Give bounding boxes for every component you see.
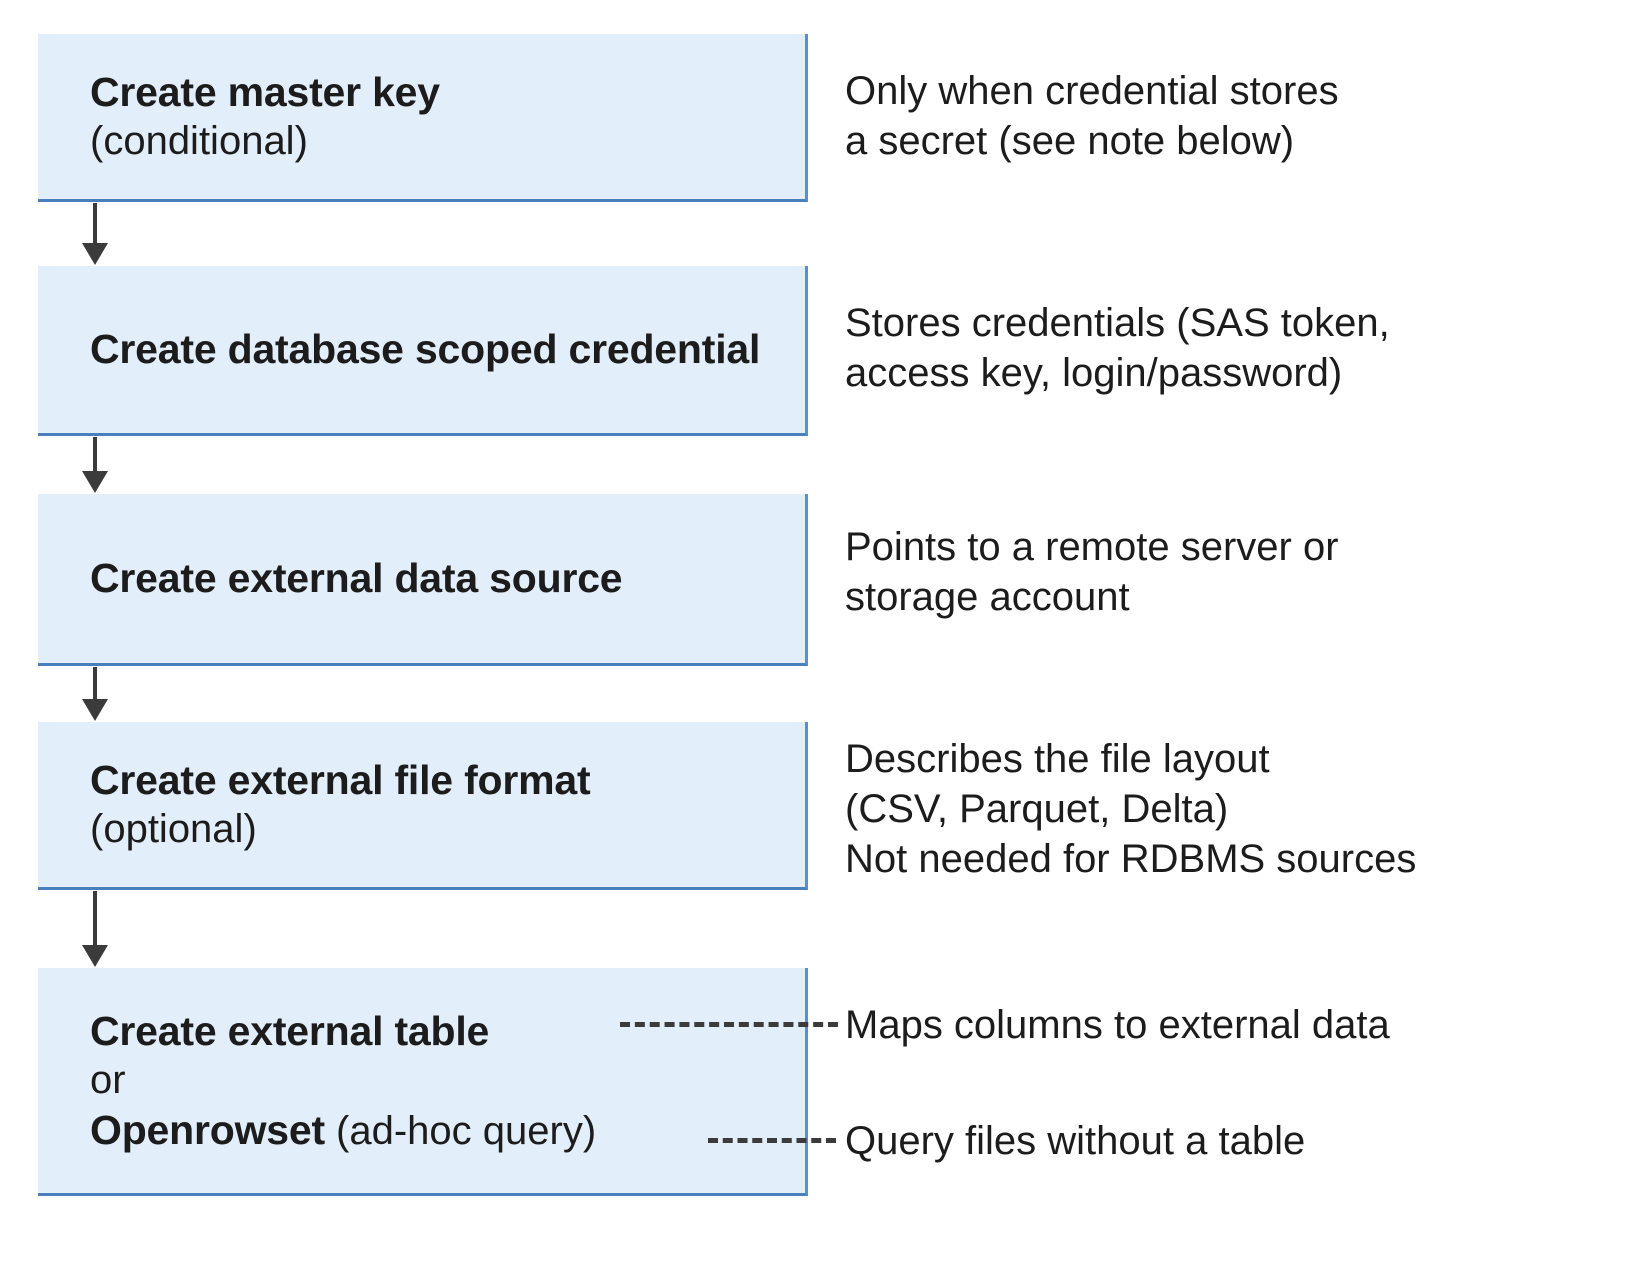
note-openrowset: Query files without a table (845, 1119, 1306, 1163)
step-title-external-file-format: Create external file format (90, 757, 591, 804)
note-external-data-source: Points to a remote server or storage acc… (845, 525, 1339, 619)
dashed-leader-openrowset (708, 1138, 836, 1143)
arrow-data-source-to-file-format (82, 667, 108, 721)
step-title-master-key: Create master key (90, 69, 440, 116)
note-external-file-format: Describes the file layout (CSV, Parquet,… (845, 737, 1417, 881)
note-scoped-credential: Stores credentials (SAS token, access ke… (845, 301, 1390, 395)
step-box-master-key[interactable]: Create master key (conditional) (38, 34, 808, 202)
step-title-openrowset: Openrowset (90, 1106, 325, 1153)
step-subtitle-external-file-format: (optional) (90, 807, 257, 852)
arrow-file-format-to-external-table (82, 891, 108, 967)
step-subtitle-master-key: (conditional) (90, 119, 308, 164)
arrow-head-icon (82, 243, 108, 265)
arrow-shaft-icon (93, 667, 97, 699)
note-external-table: Maps columns to external data (845, 1003, 1390, 1047)
arrow-shaft-icon (93, 891, 97, 945)
step-title-external-data-source: Create external data source (90, 555, 623, 602)
note-master-key: Only when credential stores a secret (se… (845, 69, 1339, 163)
dashed-leader-external-table (620, 1022, 838, 1027)
arrow-shaft-icon (93, 437, 97, 471)
arrow-head-icon (82, 699, 108, 721)
step-box-external-table-or-openrowset[interactable]: Create external table or Openrowset (ad-… (38, 968, 808, 1196)
step-title-external-table: Create external table (90, 1007, 490, 1054)
arrow-shaft-icon (93, 203, 97, 243)
step-suffix-openrowset: (ad-hoc query) (324, 1108, 597, 1153)
step-box-external-data-source[interactable]: Create external data source (38, 494, 808, 666)
arrow-head-icon (82, 945, 108, 967)
step-box-external-file-format[interactable]: Create external file format (optional) (38, 722, 808, 890)
arrow-master-key-to-scoped-credential (82, 203, 108, 265)
step-separator-or: or (90, 1057, 126, 1102)
arrow-head-icon (82, 471, 108, 493)
step-title-openrowset-line: Openrowset (ad-hoc query) (90, 1105, 789, 1156)
step-box-scoped-credential[interactable]: Create database scoped credential (38, 266, 808, 436)
step-title-scoped-credential: Create database scoped credential (90, 326, 761, 373)
arrow-scoped-credential-to-data-source (82, 437, 108, 493)
